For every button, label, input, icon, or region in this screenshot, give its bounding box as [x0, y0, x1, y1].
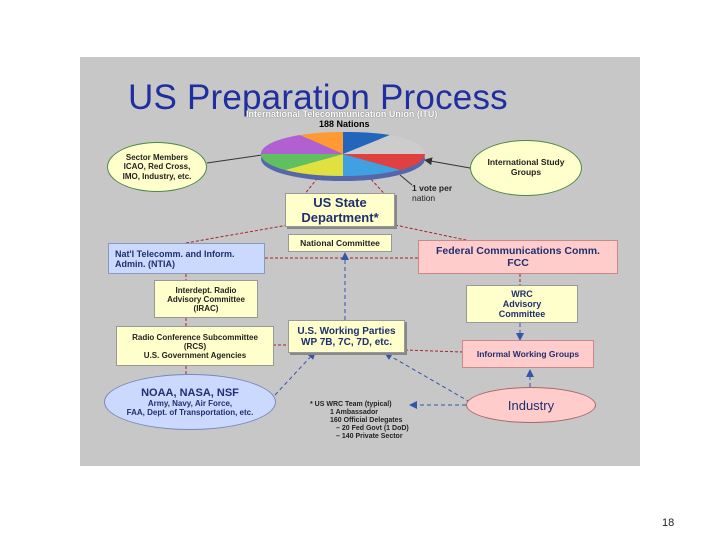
rcs-line: U.S. Government Agencies: [143, 350, 247, 360]
informal-working-groups-box: Informal Working Groups: [462, 340, 594, 368]
fcc-box: Federal Communications Comm. FCC: [418, 240, 618, 274]
ntia-line: Nat'l Telecomm. and Inform.: [115, 248, 235, 259]
rcs-box: Radio Conference Subcommittee (RCS) U.S.…: [116, 326, 274, 366]
slide-title: US Preparation Process: [128, 78, 508, 117]
itu-label: International Telecommunication Union (I…: [246, 109, 438, 119]
intl-study-groups-line: International Study: [487, 157, 565, 168]
ntia-box: Nat'l Telecomm. and Inform. Admin. (NTIA…: [108, 243, 265, 274]
rcs-line: Radio Conference Subcommittee: [132, 332, 258, 342]
wrc-team-line: * US WRC Team (typical): [310, 401, 392, 408]
irac-line: Interdept. Radio: [175, 285, 237, 295]
agencies-oval: NOAA, NASA, NSF Army, Navy, Air Force, F…: [104, 374, 276, 430]
ntia-line: Admin. (NTIA): [115, 258, 175, 269]
intl-study-groups-oval: International Study Groups: [470, 140, 582, 196]
page-number: 18: [662, 517, 675, 529]
wrc-team-line: – 140 Private Sector: [336, 433, 403, 441]
irac-line: (IRAC): [193, 303, 219, 313]
wrc-team-text: * US WRC Team (typical) 1 Ambassador 160…: [310, 401, 409, 441]
national-committee-box: National Committee: [288, 234, 392, 252]
vote-per-nation-label: 1 vote per nation: [412, 183, 453, 204]
industry-oval: Industry: [466, 387, 596, 423]
sector-members-line: IMO, Industry, etc.: [122, 171, 192, 181]
vote-line: 1 vote per: [412, 183, 453, 193]
sector-members-oval: Sector Members ICAO, Red Cross, IMO, Ind…: [107, 142, 207, 192]
irac-box: Interdept. Radio Advisory Committee (IRA…: [154, 280, 258, 318]
us-state-department-box: US State Department*: [285, 193, 395, 227]
intl-study-groups-line: Groups: [510, 167, 542, 177]
wrc-team-line: 1 Ambassador: [330, 409, 378, 417]
wrc-team-line: – 20 Fed Govt (1 DoD): [336, 425, 409, 433]
national-committee-label: National Committee: [300, 238, 380, 248]
rcs-line: (RCS): [183, 341, 207, 351]
irac-line: Advisory Committee: [167, 294, 245, 304]
itu-pie-icon: [260, 131, 426, 181]
wrc-line: WRC: [511, 289, 533, 299]
wrc-team-line: 160 Official Delegates: [330, 417, 403, 425]
sector-members-line: Sector Members: [125, 153, 189, 163]
fcc-line: Federal Communications Comm.: [436, 245, 600, 257]
state-dept-line: Department*: [301, 210, 379, 225]
agencies-line: FAA, Dept. of Transportation, etc.: [126, 408, 254, 417]
nations-label: 188 Nations: [319, 119, 370, 129]
working-parties-line: WP 7B, 7C, 7D, etc.: [301, 336, 392, 348]
fcc-line: FCC: [507, 257, 529, 269]
agencies-line: Army, Navy, Air Force,: [147, 399, 233, 408]
informal-working-groups-label: Informal Working Groups: [476, 349, 580, 359]
wrc-line: Committee: [498, 309, 546, 319]
sector-members-line: ICAO, Red Cross,: [123, 162, 191, 172]
industry-label: Industry: [507, 397, 555, 413]
us-working-parties-box: U.S. Working Parties WP 7B, 7C, 7D, etc.: [288, 320, 405, 353]
agencies-line: NOAA, NASA, NSF: [141, 387, 239, 399]
wrc-advisory-committee-box: WRC Advisory Committee: [466, 285, 578, 323]
wrc-line: Advisory: [502, 299, 542, 309]
vote-line: nation: [412, 192, 436, 203]
working-parties-line: U.S. Working Parties: [297, 325, 396, 337]
state-dept-line: US State: [313, 195, 367, 210]
